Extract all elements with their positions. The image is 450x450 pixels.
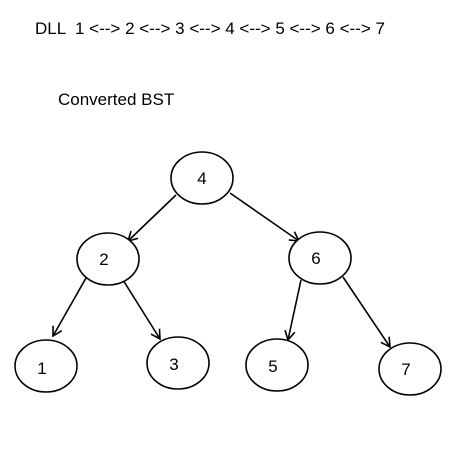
tree-node-7: 7 [378,342,442,396]
node-circle [76,232,140,286]
node-label: 7 [401,360,410,379]
node-label: 4 [197,169,206,188]
tree-node-5: 5 [245,338,309,392]
edge-4-6 [229,192,301,242]
edge-6-5 [284,279,302,342]
node-label: 1 [37,359,46,378]
node-circle [146,336,210,390]
node-label: 3 [169,355,178,374]
dll-sequence: DLL 1 <--> 2 <--> 3 <--> 4 <--> 5 <--> 6… [35,19,385,38]
tree-node-3: 3 [146,336,210,390]
node-circle [245,338,309,392]
edge-4-2 [126,194,177,243]
tree-node-4: 4 [170,151,234,205]
edge-2-3 [122,279,161,341]
node-circle [170,151,234,205]
node-circle [14,339,78,393]
node-circle [288,231,352,285]
node-label: 2 [99,250,108,269]
node-label: 6 [311,249,320,268]
tree-node-2: 2 [76,232,140,286]
node-circle [378,342,442,396]
diagram-caption: Converted BST [58,90,175,109]
edge-2-1 [52,277,87,338]
tree-node-1: 1 [14,339,78,393]
node-label: 5 [268,357,277,376]
tree-node-6: 6 [288,231,352,285]
edge-6-7 [342,276,391,349]
